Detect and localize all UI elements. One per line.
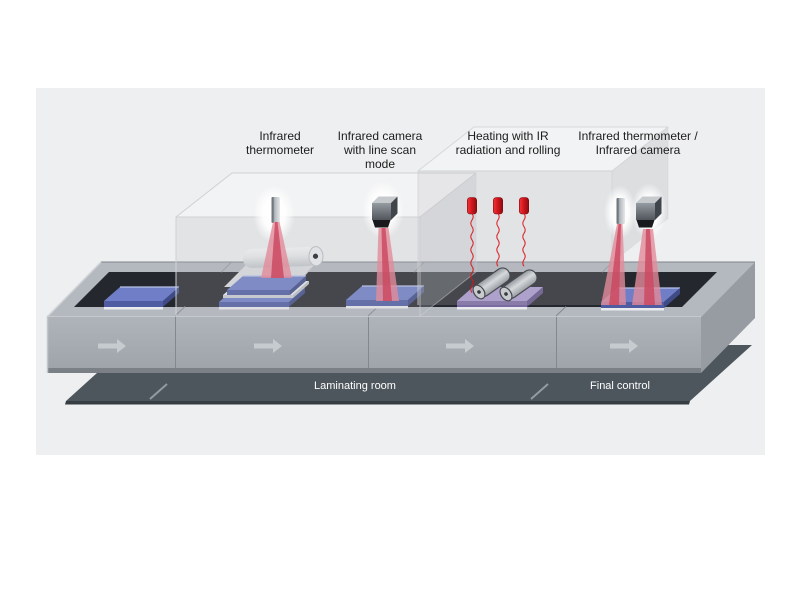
- ir-beam-thermometer-2: [601, 224, 626, 305]
- ir-beam-camera-1: [376, 228, 399, 301]
- camera-lens: [372, 220, 391, 228]
- radiation-wave: [522, 213, 526, 267]
- laminate-stack: [219, 275, 309, 310]
- conveyor-arrow-icon: [98, 339, 126, 353]
- ir-heater-icon: [492, 197, 503, 215]
- pressure-roller-right: [499, 269, 538, 302]
- camera-lens: [636, 220, 655, 228]
- solar-panel-1: [104, 286, 179, 310]
- pressure-roller-left: [472, 267, 511, 300]
- zone-divider-tick: [149, 383, 168, 400]
- ir-heater-elements: [466, 197, 529, 294]
- ir-beam-camera-2: [632, 229, 662, 305]
- zone-divider-tick: [530, 383, 549, 400]
- radiation-wave: [496, 213, 500, 267]
- conveyor-arrow-icon: [446, 339, 474, 353]
- ir-beam-thermometer-1: [261, 222, 292, 278]
- conveyor-arrow-icon: [610, 339, 638, 353]
- ir-heater-icon: [518, 197, 529, 215]
- infrared-camera-device: [372, 196, 398, 228]
- final-infrared-camera-device: [636, 196, 662, 228]
- ir-heater-icon: [466, 197, 477, 215]
- conveyor-front: [47, 317, 701, 373]
- conveyor-arrow-icon: [254, 339, 282, 353]
- infrared-thermometer-device: [271, 197, 280, 223]
- final-infrared-thermometer-device: [616, 198, 625, 224]
- radiation-wave: [470, 213, 474, 294]
